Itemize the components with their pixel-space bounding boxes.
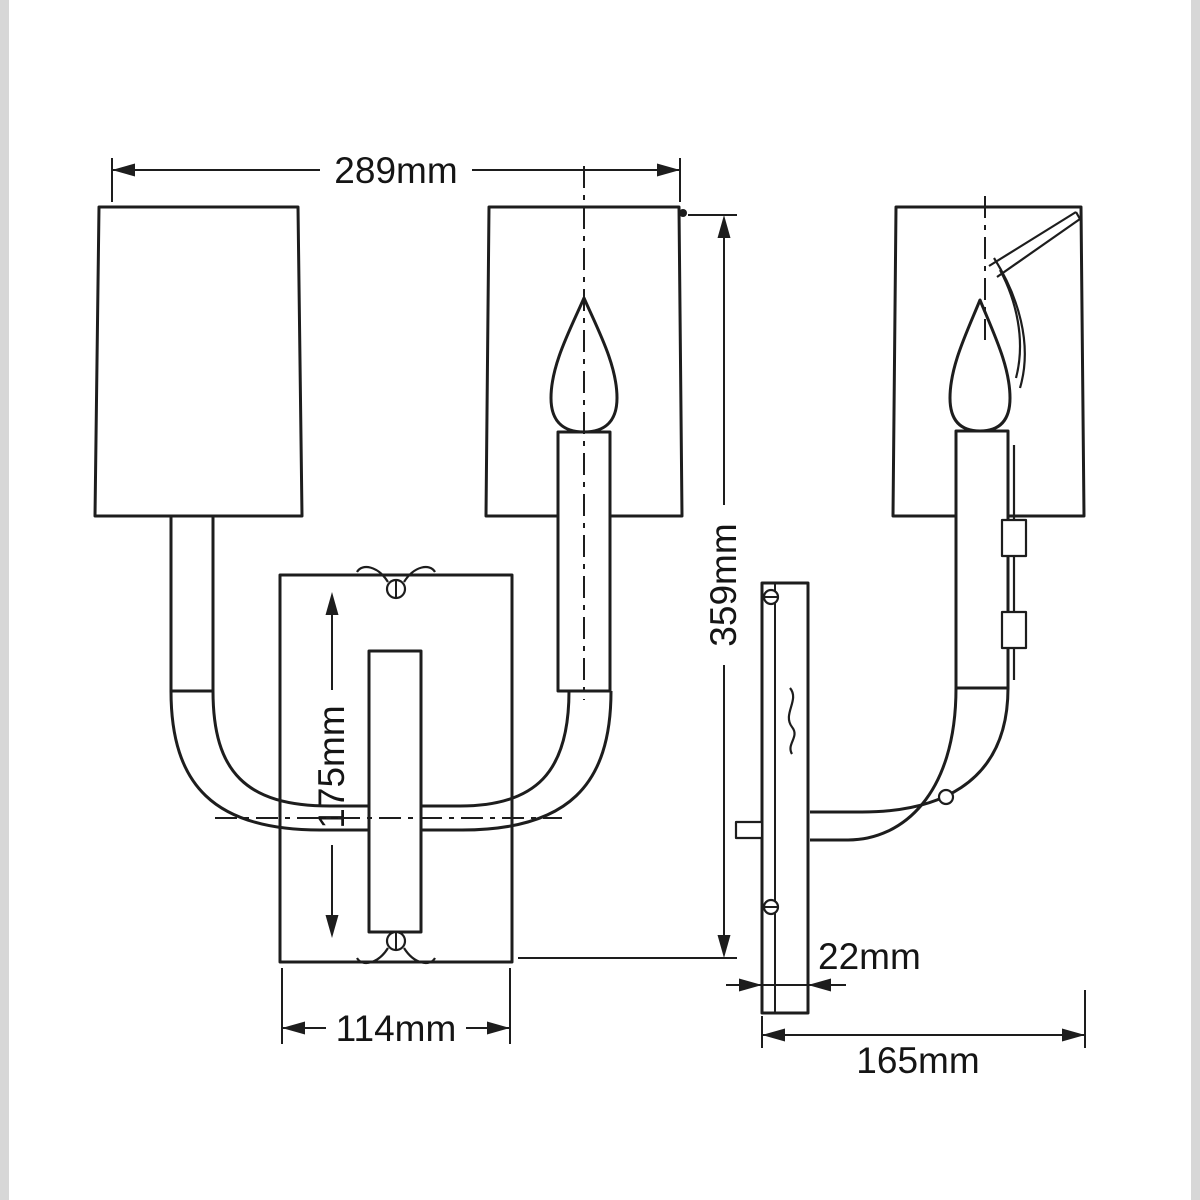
arrowhead-in-right <box>808 978 831 992</box>
left-edge-strip <box>0 0 9 1200</box>
arrowhead-up <box>717 215 731 238</box>
backplate-slot <box>367 649 423 934</box>
arrowhead-left <box>112 163 135 177</box>
side-arm-outer <box>810 687 958 842</box>
arrowhead-down <box>717 935 731 958</box>
screw-wing-left <box>356 565 389 583</box>
arrowhead-up <box>325 592 339 615</box>
dimension-overall-height: 359mm <box>518 209 744 959</box>
arm-set-screw <box>937 788 955 806</box>
right-arm-outer <box>421 690 613 832</box>
side-arm-inner <box>810 687 1010 814</box>
dimension-label-mount-height: 175mm <box>311 705 352 828</box>
front-view: 289mm <box>93 150 744 1049</box>
dimension-overall-width: 289mm <box>111 150 681 202</box>
side-candle-tube <box>954 429 1010 690</box>
dimension-mount-height: 175mm <box>311 592 352 938</box>
left-arm-outer <box>169 690 369 832</box>
dimension-backplate-depth: 22mm <box>726 936 921 992</box>
left-candle-tube <box>169 514 215 693</box>
arrowhead-left <box>282 1021 305 1035</box>
left-arm-inner <box>211 690 369 808</box>
candle-bracket-clip <box>1000 610 1028 650</box>
left-shade-outline <box>93 205 304 518</box>
arrowhead-left <box>762 1028 785 1042</box>
arrowhead-in-left <box>739 978 762 992</box>
dimension-label-overall-width: 289mm <box>334 150 457 191</box>
bulb-clip-wire <box>999 269 1022 379</box>
shade-support-wire <box>988 211 1077 267</box>
screw-wing-left <box>356 947 389 965</box>
arrowhead-right <box>657 163 680 177</box>
screw-wing-right <box>403 565 436 583</box>
dimension-label-overall-height: 359mm <box>703 523 744 646</box>
dimension-label-backplate-width: 114mm <box>336 1008 457 1049</box>
arrowhead-right <box>1062 1028 1085 1042</box>
side-thumbscrew <box>734 820 764 840</box>
candle-bracket-clip <box>1000 518 1028 558</box>
arrowhead-right <box>487 1021 510 1035</box>
right-edge-strip <box>1191 0 1200 1200</box>
dimension-projection: 165mm <box>761 990 1086 1081</box>
internal-wire <box>787 687 796 755</box>
dimension-label-backplate-depth: 22mm <box>818 936 921 977</box>
wall-plate-outline <box>760 581 810 1015</box>
shade-support-wire <box>996 218 1081 278</box>
right-arm-inner <box>421 690 571 808</box>
dimension-label-projection: 165mm <box>856 1040 979 1081</box>
arrowhead-down <box>325 915 339 938</box>
top-mounting-screw <box>356 565 436 600</box>
screw-wing-right <box>403 947 436 965</box>
side-view: 22mm 165mm <box>726 196 1086 1081</box>
dimension-backplate-width: 114mm <box>281 968 511 1049</box>
shade-support-joint <box>1075 211 1081 220</box>
extension-dot <box>679 209 687 217</box>
bottom-mounting-screw <box>356 930 436 965</box>
